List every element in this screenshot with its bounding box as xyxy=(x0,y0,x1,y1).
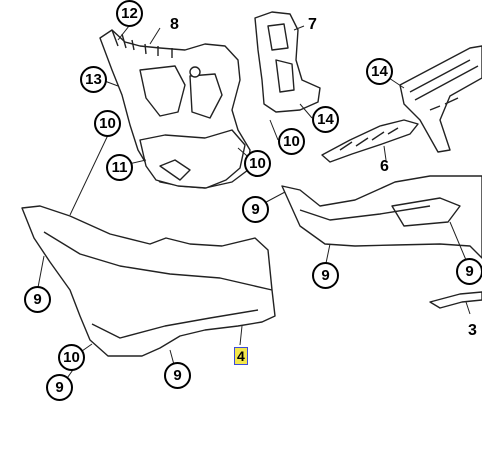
callout-14-middle: 14 xyxy=(312,106,339,133)
callout-10-middle: 10 xyxy=(278,128,305,155)
bumper-right-vent xyxy=(391,197,461,227)
bumper-part-4 xyxy=(21,205,276,357)
callout-9-upper-mid: 9 xyxy=(242,196,269,223)
label-8: 8 xyxy=(170,16,179,33)
callout-14-upper: 14 xyxy=(366,58,393,85)
callout-10-bracket: 10 xyxy=(244,150,271,177)
bracket-8-inner-1 xyxy=(139,65,186,117)
bumper-4-lower-edge xyxy=(91,309,259,339)
bracket-8-hole xyxy=(189,66,201,78)
callout-9-left: 9 xyxy=(24,286,51,313)
bracket-7-detail xyxy=(267,23,295,93)
callout-9-center: 9 xyxy=(312,262,339,289)
bracket-8-inner-2 xyxy=(189,73,223,119)
callout-10-lower: 10 xyxy=(58,344,85,371)
callout-9-right: 9 xyxy=(456,258,482,285)
callout-9-bottom-left: 9 xyxy=(46,374,73,401)
callout-10-left: 10 xyxy=(94,110,121,137)
trim-part-3 xyxy=(429,291,482,309)
label-7: 7 xyxy=(308,16,317,33)
bracket-11-slot xyxy=(159,159,191,181)
bumper-right-crease xyxy=(299,205,431,221)
bracket-8-teeth xyxy=(111,29,173,58)
label-6: 6 xyxy=(380,158,389,175)
strip-6-ribs xyxy=(339,127,399,151)
label-3: 3 xyxy=(468,322,477,339)
bumper-4-crease xyxy=(43,231,273,291)
bumper-part-right xyxy=(281,175,482,259)
callout-13: 13 xyxy=(80,66,107,93)
callout-12: 12 xyxy=(116,0,143,27)
label-4-highlighted: 4 xyxy=(234,347,248,365)
beam-14-ribs xyxy=(409,59,479,111)
callout-11: 11 xyxy=(106,154,133,181)
bracket-part-11 xyxy=(139,129,246,189)
beam-part-14 xyxy=(399,45,482,153)
callout-9-bottom-center: 9 xyxy=(164,362,191,389)
